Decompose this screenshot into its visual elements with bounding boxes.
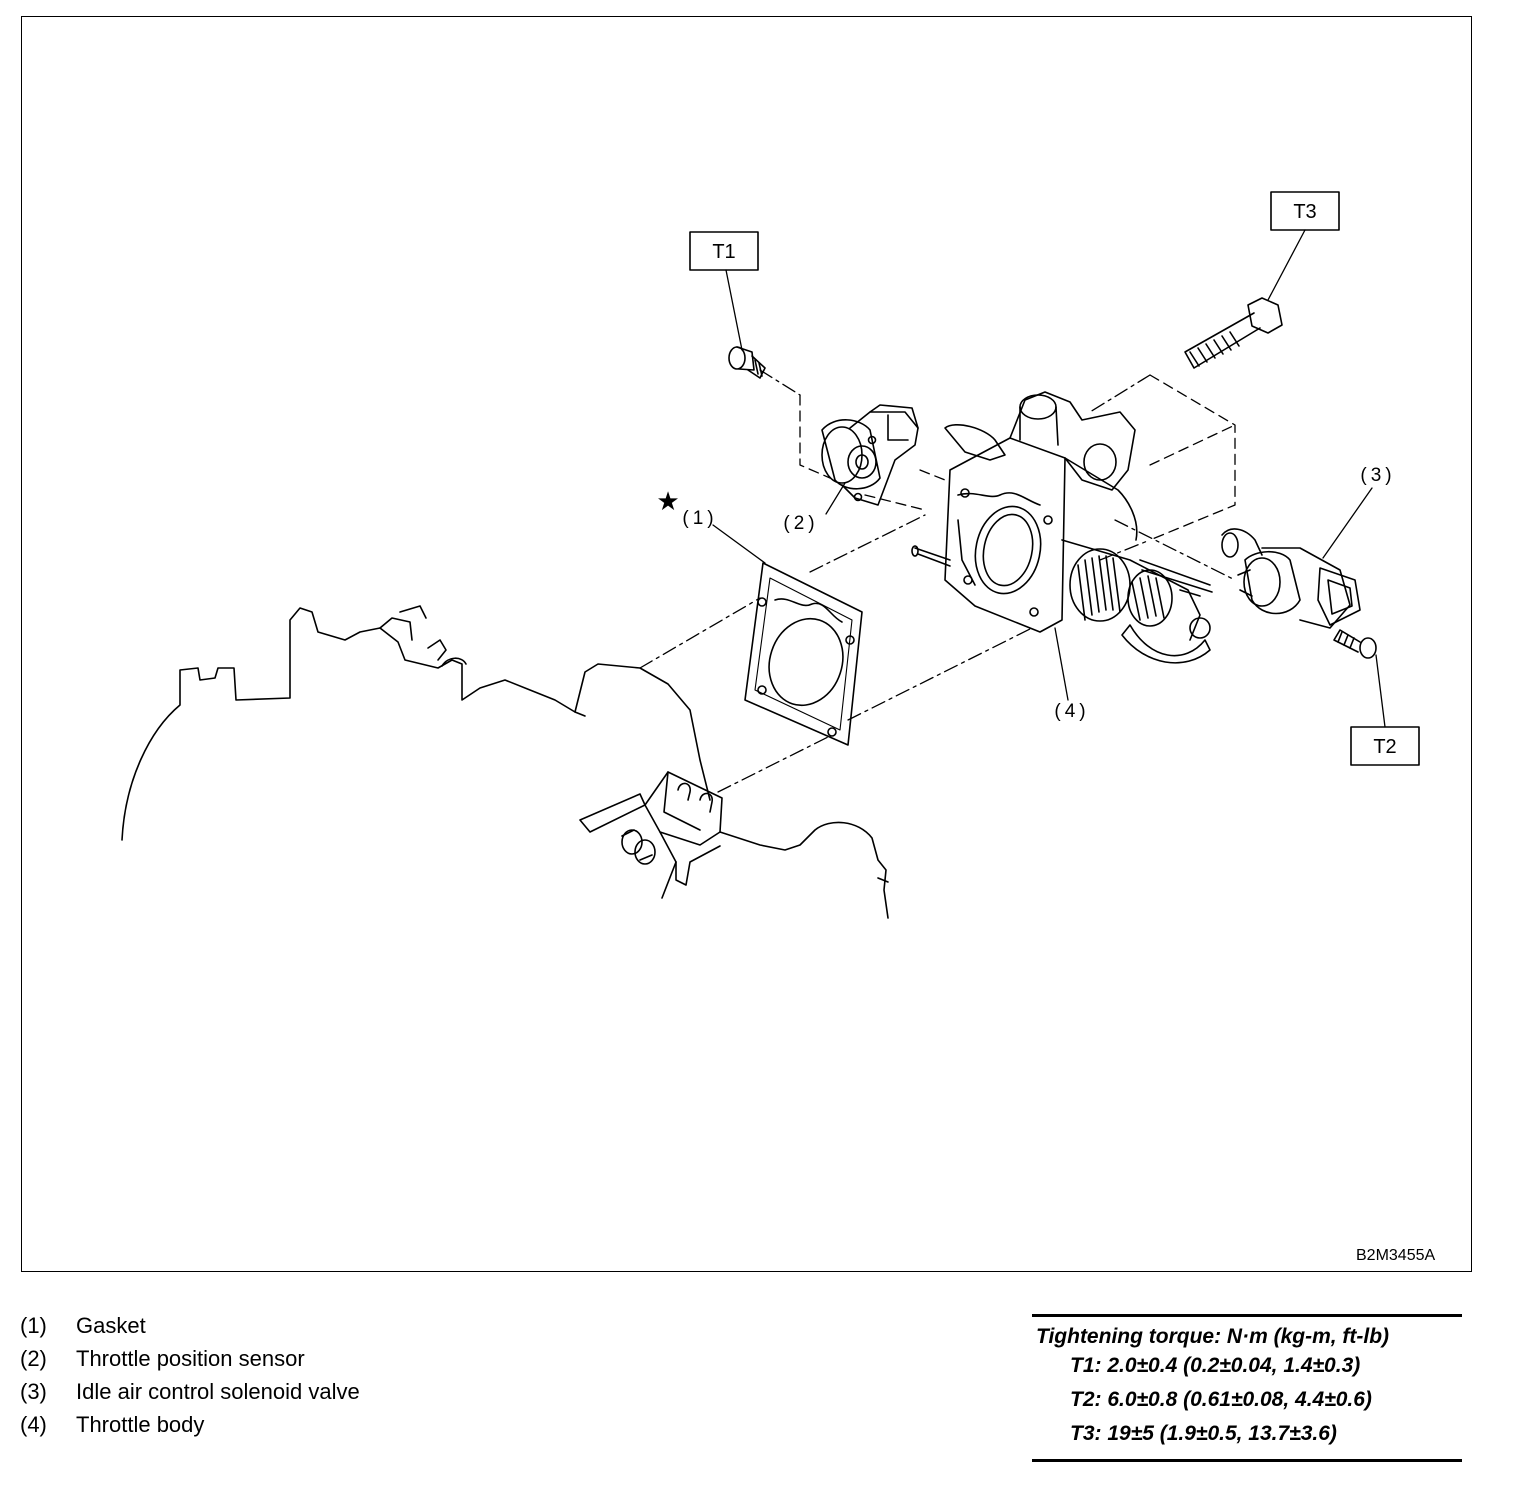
exploded-view-diagram: T1 T3 T2 ★ (1) (2) (3) (4)	[121, 191, 1420, 919]
legend-item: (1) Gasket	[20, 1309, 360, 1342]
t2-label: T2	[1373, 736, 1396, 758]
intake-manifold-outline	[121, 605, 889, 919]
torque-row-t3: T3: 19±5 (1.9±0.5, 13.7±3.6)	[1070, 1422, 1337, 1445]
legend-number: (2)	[20, 1346, 47, 1371]
star-mark: ★	[656, 487, 679, 517]
diagram-frame	[21, 16, 1472, 1272]
torque-spec-panel: Tightening torque: N·m (kg-m, ft-lb) T1:…	[1032, 1314, 1462, 1462]
leader-lines	[712, 229, 1386, 728]
torque-row-t1: T1: 2.0±0.4 (0.2±0.04, 1.4±0.3)	[1070, 1354, 1361, 1377]
legend-label: Idle air control solenoid valve	[76, 1379, 360, 1404]
t2-label-box	[1350, 726, 1420, 766]
sensor-outline-dashes	[799, 374, 1236, 541]
gasket-part	[744, 562, 863, 746]
callout-3: (3)	[1360, 465, 1395, 486]
legend-item: (4) Throttle body	[20, 1408, 360, 1441]
t3-label: T3	[1293, 201, 1316, 223]
legend-number: (1)	[20, 1313, 47, 1338]
t1-label: T1	[712, 241, 735, 263]
t1-screw	[728, 346, 766, 379]
assembly-lines	[639, 369, 1236, 793]
callout-2: (2)	[783, 513, 818, 534]
t1-label-box	[689, 231, 759, 271]
legend-label: Throttle position sensor	[76, 1346, 305, 1371]
intake-bracket	[579, 771, 723, 899]
t2-screw	[1333, 629, 1377, 659]
legend-item: (3) Idle air control solenoid valve	[20, 1375, 360, 1408]
legend-number: (3)	[20, 1379, 47, 1404]
legend-item: (2) Throttle position sensor	[20, 1342, 360, 1375]
callout-4: (4)	[1054, 701, 1089, 722]
callout-1: (1)	[682, 508, 717, 529]
legend-label: Throttle body	[76, 1412, 205, 1437]
legend-label: Gasket	[76, 1313, 146, 1338]
t3-label-box	[1270, 191, 1340, 231]
t3-bolt	[1184, 297, 1283, 369]
torque-bottom-rule	[1032, 1459, 1462, 1462]
throttle-body-part	[911, 391, 1213, 664]
parts-legend: (1) Gasket (2) Throttle position sensor …	[20, 1309, 360, 1441]
idle-air-control-valve-part	[1221, 528, 1361, 629]
throttle-position-sensor-part	[821, 404, 919, 506]
figure-id: B2M3455A	[1356, 1247, 1436, 1264]
torque-row-t2: T2: 6.0±0.8 (0.61±0.08, 4.4±0.6)	[1070, 1388, 1372, 1411]
torque-top-rule	[1032, 1314, 1462, 1317]
torque-title: Tightening torque: N·m (kg-m, ft-lb)	[1036, 1325, 1390, 1348]
legend-number: (4)	[20, 1412, 47, 1437]
